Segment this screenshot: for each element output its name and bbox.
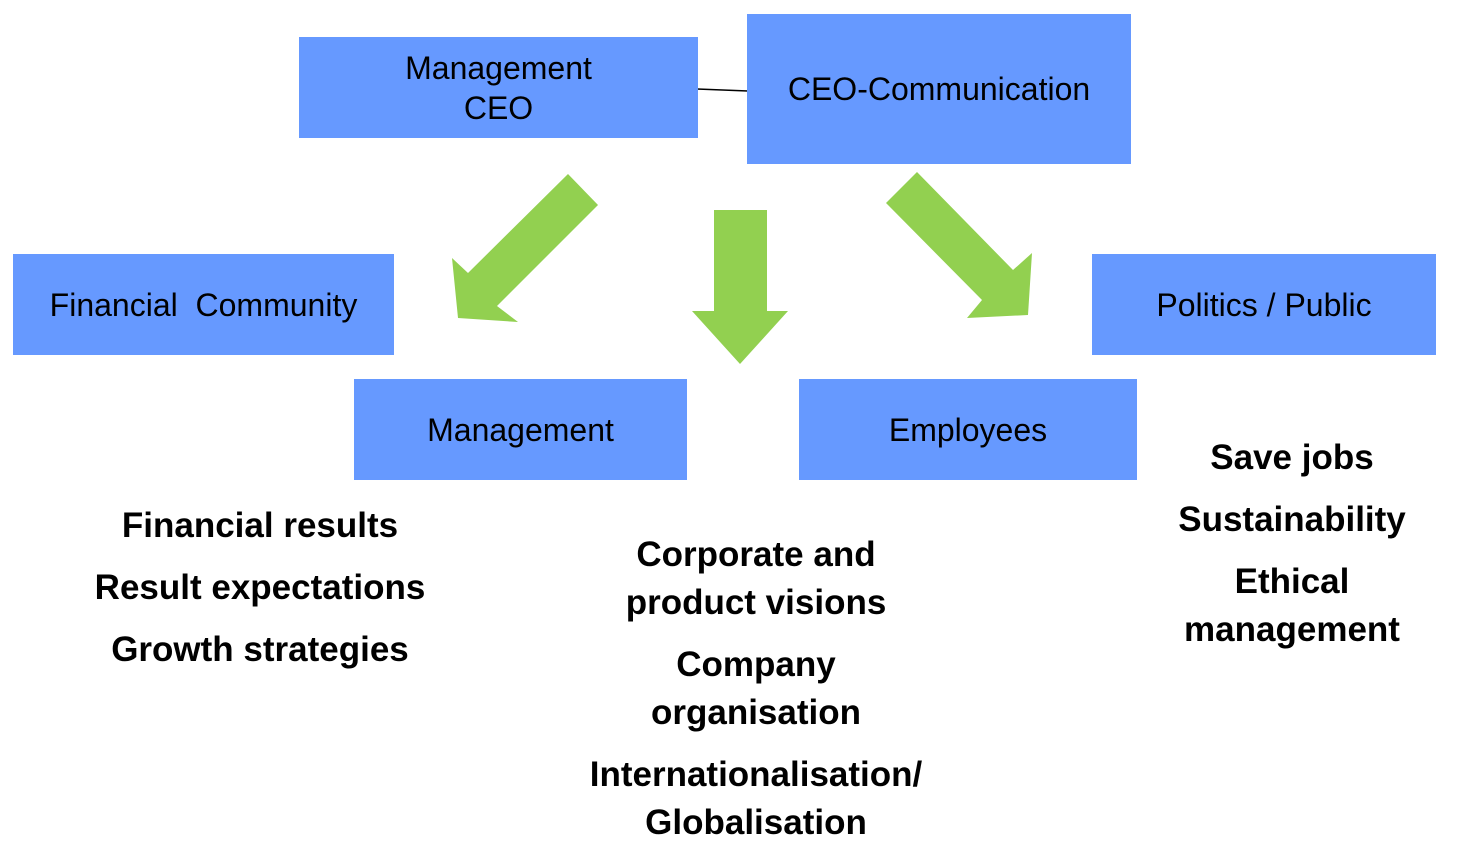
employees-label: Employees	[888, 411, 1048, 448]
topic-save-jobs: Save jobs	[1210, 438, 1374, 477]
management-box: Management	[354, 379, 687, 480]
topic-result-expectations: Result expectations	[94, 568, 426, 607]
politics-public-label: Politics / Public	[1156, 286, 1372, 323]
corporate-topics: Corporate and product visions Company or…	[536, 531, 976, 861]
arrow-down-left	[452, 174, 598, 322]
management-ceo-line-1: Management	[405, 49, 592, 86]
ceo-communication-label: CEO-Communication	[787, 71, 1091, 107]
management-label: Management	[427, 411, 614, 448]
politics-public-box: Politics / Public	[1092, 254, 1436, 355]
arrow-down	[692, 210, 788, 364]
topic-sustainability: Sustainability	[1178, 500, 1406, 539]
management-ceo-box: Management CEO	[299, 37, 698, 138]
ceo-communication-box: CEO-Communication	[747, 14, 1131, 164]
management-ceo-line-2: CEO	[463, 89, 534, 126]
arrow-down-right	[886, 172, 1032, 318]
topic-corporate-product-visions: Corporate and product visions	[625, 535, 887, 622]
public-topics: Save jobs Sustainability Ethical managem…	[1142, 434, 1442, 668]
topic-growth-strategies: Growth strategies	[111, 630, 409, 669]
topic-company-organisation: Company organisation	[650, 645, 862, 732]
financial-community-label: Financial Community	[49, 286, 358, 323]
topic-financial-results: Financial results	[121, 506, 399, 545]
topic-internationalisation: Internationalisation/ Globalisation	[589, 755, 923, 842]
financial-topics: Financial results Result expectations Gr…	[40, 502, 480, 688]
topic-ethical-management: Ethical management	[1184, 562, 1400, 649]
employees-box: Employees	[799, 379, 1137, 480]
financial-community-box: Financial Community	[13, 254, 394, 355]
